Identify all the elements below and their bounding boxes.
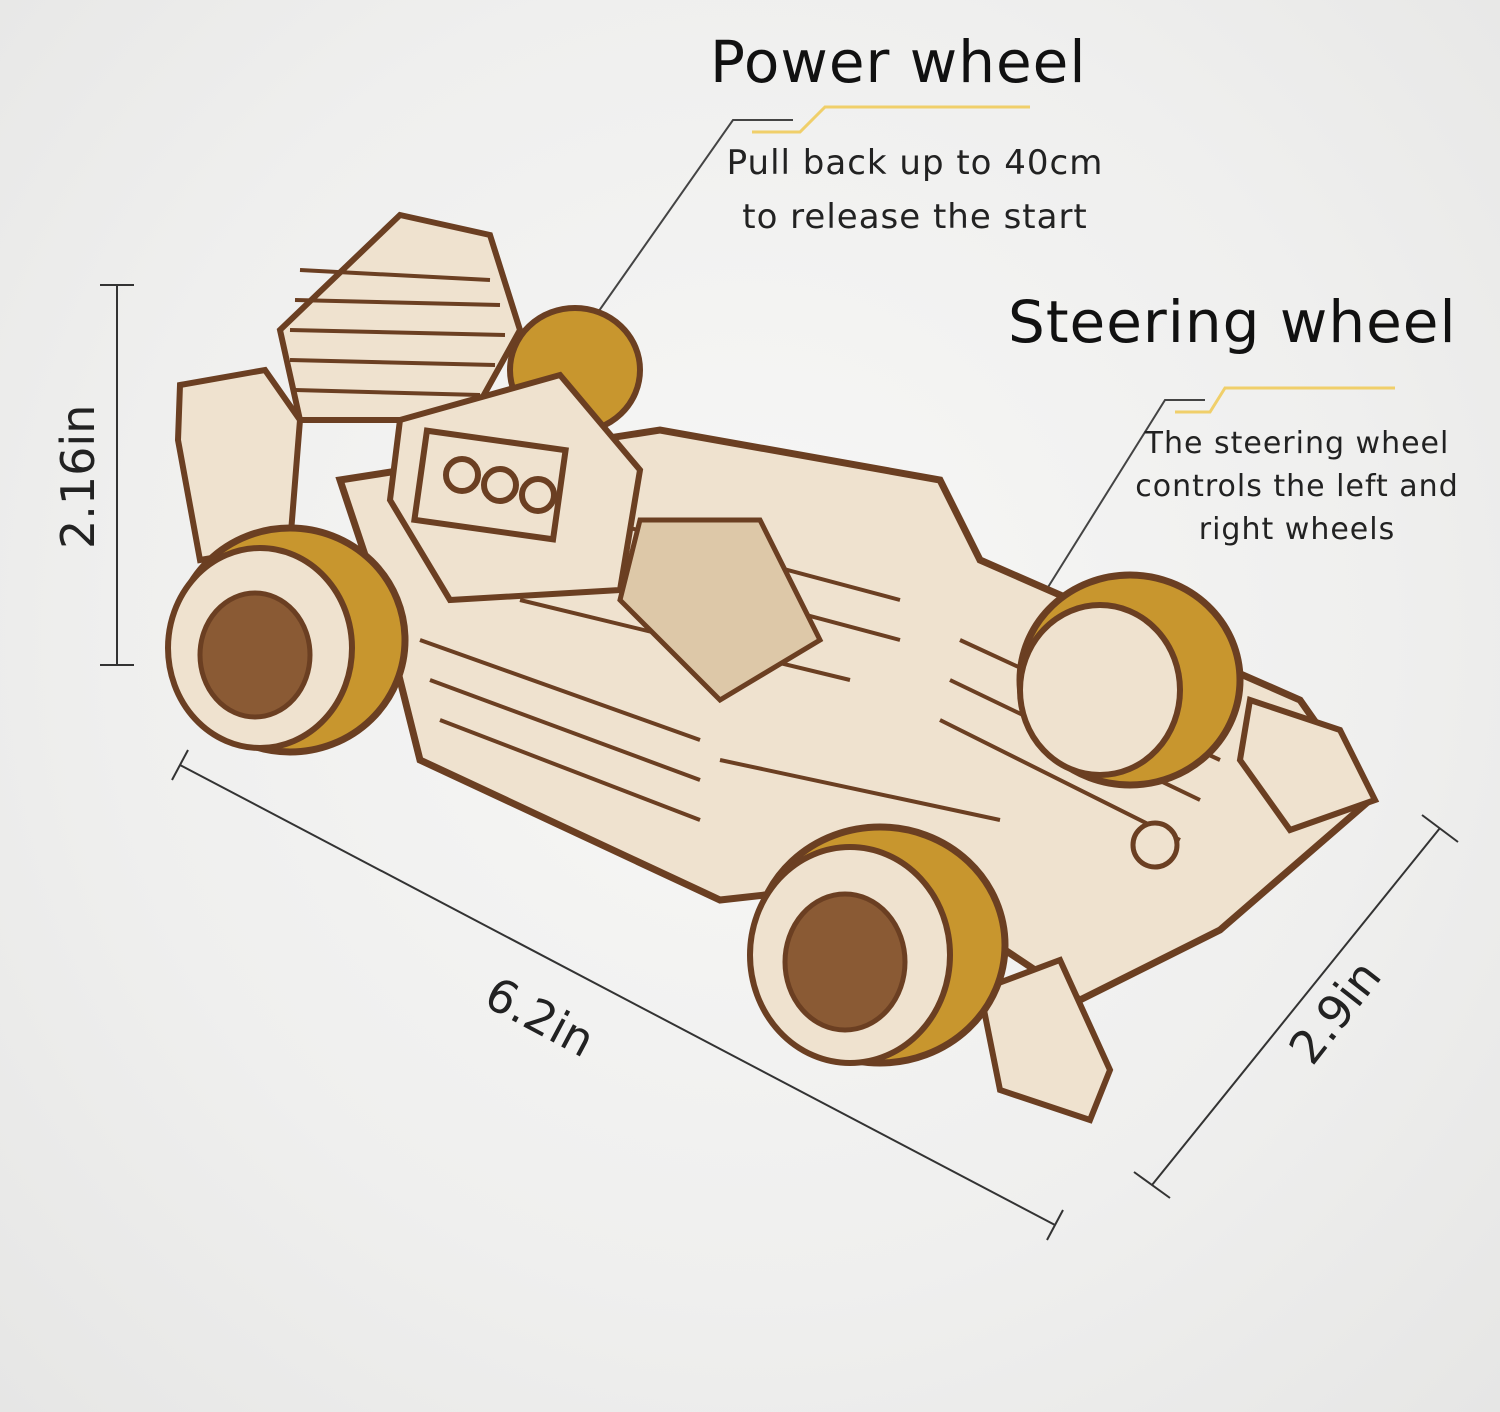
power-wheel-accent-line [752, 105, 1030, 134]
height-dimension-line [100, 284, 134, 666]
steering-wheel-line-1: The steering wheel [1144, 426, 1450, 461]
steering-wheel-line-3: right wheels [1198, 512, 1396, 547]
width-dimension-line [1133, 814, 1459, 1199]
power-wheel-leader-line [574, 119, 793, 346]
power-wheel-line-2: to release the start [742, 197, 1088, 237]
steering-wheel-accent-line [1175, 386, 1395, 414]
steering-wheel-description: The steering wheel controls the left and… [1127, 422, 1467, 551]
length-dimension-line [171, 749, 1064, 1241]
height-dimension-label: 2.16in [51, 404, 105, 549]
power-wheel-title: Power wheel [710, 28, 1087, 96]
steering-wheel-title: Steering wheel [1008, 288, 1457, 356]
power-wheel-line-1: Pull back up to 40cm [726, 143, 1104, 183]
wooden-race-car-image [165, 211, 1380, 1124]
steering-wheel-line-2: controls the left and [1135, 469, 1459, 504]
steering-wheel-leader-line [1039, 399, 1205, 601]
power-wheel-description: Pull back up to 40cm to release the star… [715, 136, 1115, 244]
